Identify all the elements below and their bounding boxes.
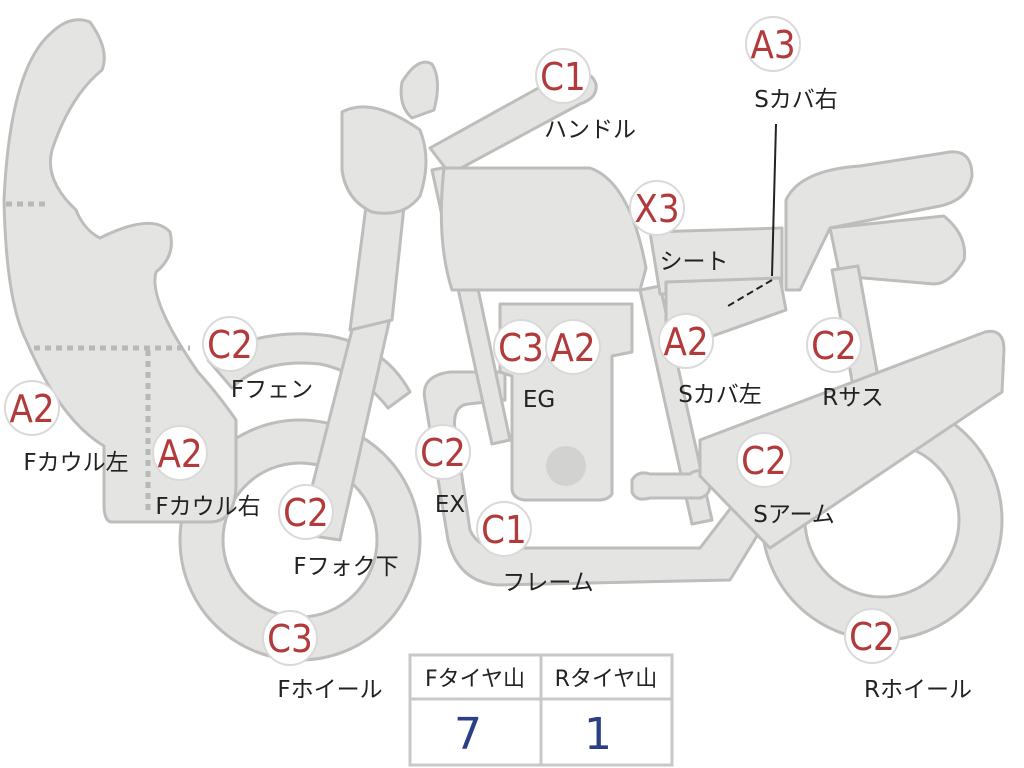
grade-code: C3 [498,326,544,370]
grade-code: C3 [267,617,313,661]
part-label: Rホイール [864,677,972,703]
front-tire-value: 7 [454,709,482,760]
part-f-cowl-left: A2 Fカウル左 [4,380,129,476]
rear-tire-value: 1 [584,709,612,760]
part-r-wheel: C2 Rホイール [844,608,972,703]
part-label: シート [660,249,729,275]
grade-code: C1 [540,55,586,99]
rear-tire-header: Rタイヤ山 [555,667,658,692]
part-f-fender: C2 Fフェン [202,316,313,403]
grade-code: C2 [283,491,329,535]
part-seat: X3 シート [629,180,729,275]
part-exhaust: C2 EX [415,424,471,518]
grade-code: C2 [420,431,466,475]
part-f-cowl-right: A2 Fカウル右 [152,425,261,520]
part-label: EG [523,387,555,413]
frame-shape [422,370,792,587]
grade-code: C1 [481,508,527,552]
part-f-wheel: C3 Fホイール [262,610,383,703]
grade-code: C2 [811,324,857,368]
grade-code: X3 [634,187,679,231]
part-label: Fホイール [277,677,382,703]
part-label: Sカバ左 [678,382,762,408]
grade-code: A2 [157,432,202,476]
grade-code: A2 [9,387,54,431]
grade-code: A3 [750,23,795,67]
part-label: Fカウル右 [155,494,260,520]
grade-code: C2 [741,439,787,483]
part-handle: C1 ハンドル [535,48,636,143]
part-s-arm: C2 Sアーム [736,432,835,528]
part-label: フレーム [502,570,593,596]
part-r-suspension: C2 Rサス [806,317,884,411]
part-label: ハンドル [544,117,636,143]
s-cover-right-leader-dashed [727,279,773,307]
grade-code: A2 [550,326,595,370]
part-s-cover-right: A3 Sカバ右 [745,16,838,113]
swing-arm-shape [698,329,1006,550]
part-label: Sアーム [753,502,835,528]
part-label: Rサス [822,385,884,411]
part-s-cover-left: A2 Sカバ左 [658,313,762,408]
part-label: Sカバ右 [754,87,838,113]
fuel-tank-shape [439,166,648,292]
grade-code: C2 [849,615,895,659]
tire-tread-table: Fタイヤ山 Rタイヤ山 7 1 [408,653,674,767]
grade-code: C2 [207,323,253,367]
part-label: Fフェン [231,377,313,403]
tail-cowl-shape [784,150,974,292]
part-frame: C1 フレーム [476,501,594,596]
headlight-shape [340,105,428,215]
part-label: Fフォク下 [293,554,398,580]
front-cowl-shape [2,18,238,524]
part-f-fork-lower: C2 Fフォク下 [278,484,399,580]
s-cover-right-leader [771,123,777,277]
grade-code: A2 [663,320,708,364]
part-engine: C3 A2 EG [493,319,601,413]
front-tire-header: Fタイヤ山 [425,667,525,692]
part-label: EX [435,492,466,518]
part-label: Fカウル左 [23,450,128,476]
